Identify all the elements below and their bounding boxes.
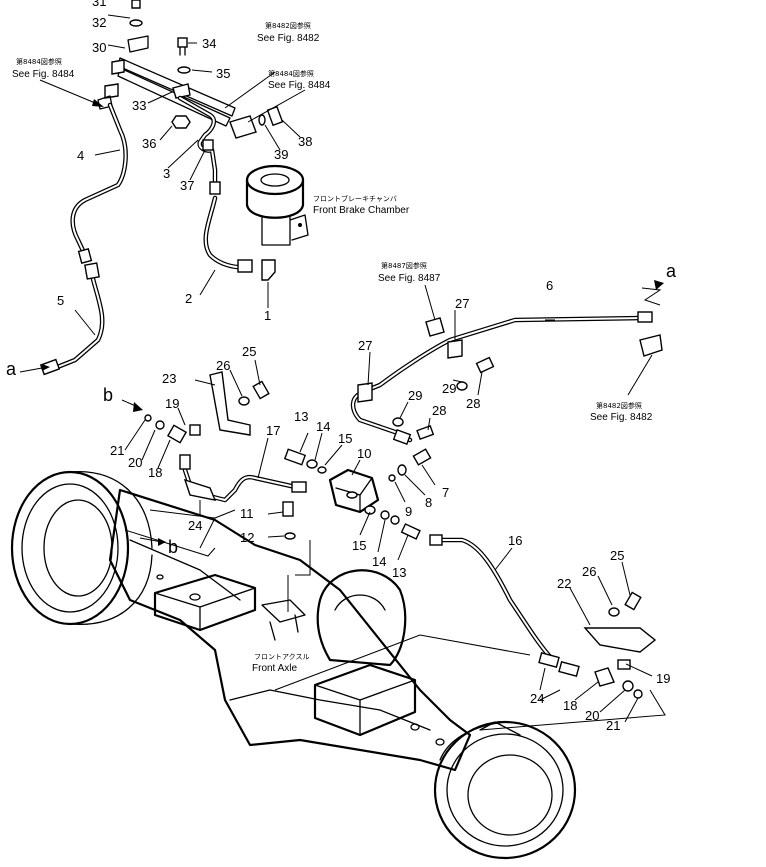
- callout-13-left: 13: [294, 409, 308, 424]
- callout-26-left: 26: [216, 358, 230, 373]
- assembly-leaders: [124, 509, 666, 731]
- callout-26-right: 26: [582, 564, 596, 579]
- callout-1: 1: [264, 308, 271, 323]
- callout-24-right: 24: [530, 691, 544, 706]
- callout-17: 17: [266, 423, 280, 438]
- callout-3: 3: [163, 166, 170, 181]
- callout-27-top: 27: [455, 296, 469, 311]
- front-brake-chamber: [229, 89, 309, 246]
- pipe-17: [179, 454, 307, 503]
- ref-8482-right-jp: 第8482図参照: [596, 401, 642, 410]
- link-arrows: [19, 79, 664, 546]
- ref-8482-right-en: See Fig. 8482: [590, 412, 653, 423]
- hose-2: [203, 195, 253, 273]
- elbow-1: [261, 259, 276, 308]
- callout-18-left: 18: [148, 465, 162, 480]
- callout-35: 35: [216, 66, 230, 81]
- callout-24-left: 24: [188, 518, 202, 533]
- ref-8484-left-jp: 第8484図参照: [16, 57, 62, 66]
- pipe-6: [357, 284, 663, 396]
- callout-19-right: 19: [656, 671, 670, 686]
- pipe-4: [70, 102, 128, 264]
- callout-5: 5: [57, 293, 64, 308]
- callout-leaders: [74, 14, 653, 723]
- callout-2: 2: [185, 291, 192, 306]
- right-wheel: [433, 720, 577, 860]
- pipe-16: [429, 534, 580, 678]
- hose-5: [39, 262, 105, 376]
- callout-33: 33: [132, 98, 146, 113]
- callout-34: 34: [202, 36, 216, 51]
- left-fittings: [144, 371, 296, 540]
- callout-28-a: 28: [432, 403, 446, 418]
- pipe-3: [177, 95, 221, 195]
- callout-6: 6: [546, 278, 553, 293]
- callout-21-right: 21: [606, 718, 620, 733]
- callout-14-left: 14: [316, 419, 330, 434]
- callout-15-left: 15: [338, 431, 352, 446]
- callout-29-a: 29: [408, 388, 422, 403]
- callout-10: 10: [357, 446, 371, 461]
- letter-a-left: a: [6, 359, 17, 379]
- front-axle: [10, 470, 577, 860]
- pipe-7: [350, 356, 495, 445]
- brake-chamber-label-en: Front Brake Chamber: [313, 205, 410, 216]
- brake-chamber-label-jp: フロントブレーキチャンバ: [313, 194, 397, 203]
- upper-bracket-assembly: [97, 0, 276, 129]
- callout-18-right: 18: [563, 698, 577, 713]
- callout-13-right: 13: [392, 565, 406, 580]
- callout-15-right: 15: [352, 538, 366, 553]
- ref-8482-top-jp: 第8482図参照: [265, 21, 311, 30]
- component-labels: フロントブレーキチャンバ Front Brake Chamber フロントアクス…: [252, 194, 410, 674]
- callout-14-right: 14: [372, 554, 386, 569]
- callout-38: 38: [298, 134, 312, 149]
- figure-references: 第8484図参照 See Fig. 8484 第8482図参照 See Fig.…: [12, 21, 653, 423]
- callout-7: 7: [442, 485, 449, 500]
- callout-21-left: 21: [110, 443, 124, 458]
- letter-b-top: b: [103, 385, 113, 405]
- front-axle-label-en: Front Axle: [252, 663, 297, 674]
- ref-8484-mid-en: See Fig. 8484: [268, 80, 331, 91]
- link-letters: a a b b: [6, 261, 677, 557]
- ref-8484-left-en: See Fig. 8484: [12, 69, 75, 80]
- callout-8: 8: [425, 495, 432, 510]
- callout-31: 31: [92, 0, 106, 9]
- callout-28-b: 28: [466, 396, 480, 411]
- callout-27-mid: 27: [358, 338, 372, 353]
- callout-numbers: 31 32 30 34 35 33 36 3 37 4 5 2 1 38 39 …: [57, 0, 670, 733]
- ref-8487-en: See Fig. 8487: [378, 273, 441, 284]
- callout-23: 23: [162, 371, 176, 386]
- relay-valve-10: [283, 448, 432, 540]
- callout-29-b: 29: [442, 381, 456, 396]
- callout-36: 36: [142, 136, 156, 151]
- callout-9: 9: [405, 504, 412, 519]
- callout-11: 11: [240, 506, 254, 521]
- callout-4: 4: [77, 148, 84, 163]
- ref-8484-mid-jp: 第8484図参照: [268, 69, 314, 78]
- callout-25-left: 25: [242, 344, 256, 359]
- letter-b-axle: b: [168, 537, 178, 557]
- callout-32: 32: [92, 15, 106, 30]
- right-fittings: [583, 591, 657, 699]
- callout-16: 16: [508, 533, 522, 548]
- letter-a-right: a: [666, 261, 677, 281]
- callout-19-left: 19: [165, 396, 179, 411]
- callout-37: 37: [180, 178, 194, 193]
- callout-39: 39: [274, 147, 288, 162]
- callout-25-right: 25: [610, 548, 624, 563]
- front-axle-label-jp: フロントアクスル: [254, 653, 309, 661]
- callout-12: 12: [240, 530, 254, 545]
- callout-20-right: 20: [585, 708, 599, 723]
- callout-30: 30: [92, 40, 106, 55]
- callout-22: 22: [557, 576, 571, 591]
- ref-8487-jp: 第8487図参照: [381, 261, 427, 270]
- ref-8482-top-en: See Fig. 8482: [257, 33, 320, 44]
- left-wheel: [10, 470, 153, 626]
- callout-20-left: 20: [128, 455, 142, 470]
